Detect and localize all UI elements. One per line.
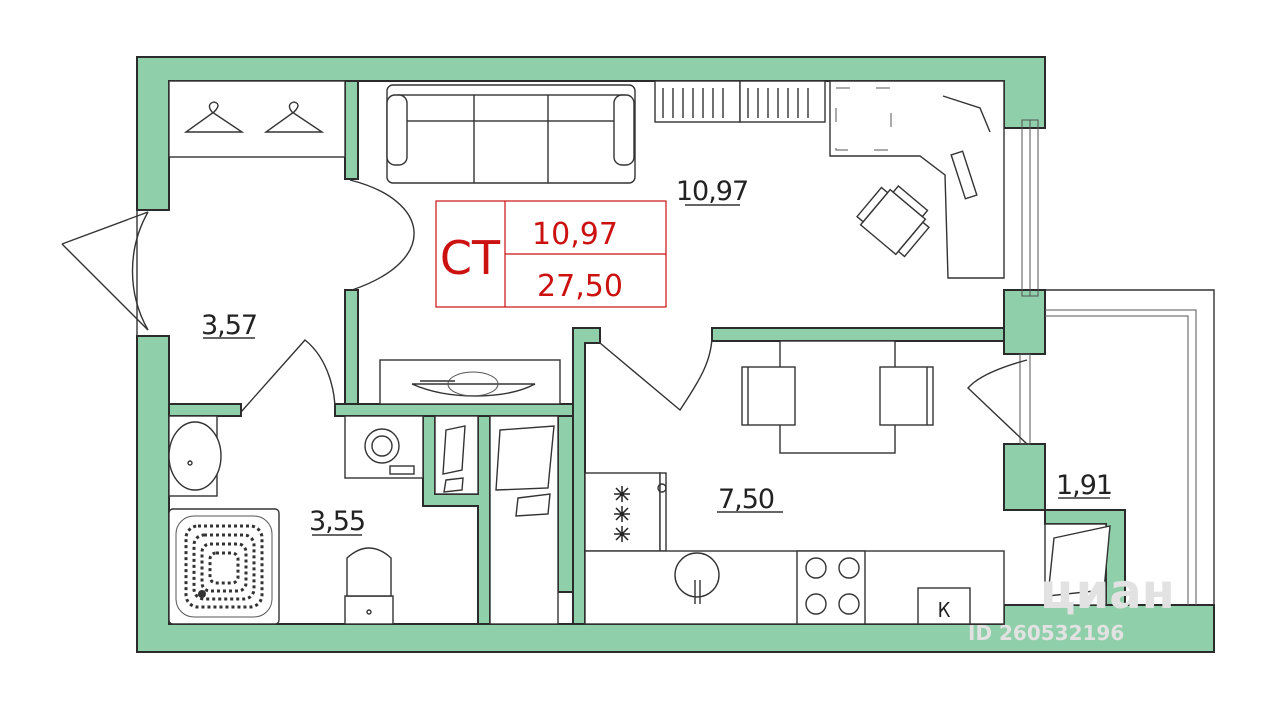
balcony-cabinet bbox=[1044, 523, 1111, 606]
doors bbox=[61, 179, 1028, 445]
hob-burners bbox=[614, 486, 630, 542]
washbasin bbox=[168, 415, 222, 497]
kitchen-counter: К bbox=[584, 472, 1005, 625]
kitchen-area: 7,50 bbox=[718, 484, 774, 515]
toilet bbox=[344, 547, 394, 625]
hanger-icon bbox=[263, 101, 325, 133]
area-labels: 10,97 3,57 3,55 7,50 1,91 bbox=[201, 176, 1113, 537]
balcony-railing bbox=[1045, 289, 1215, 605]
living-room-area: 10,97 bbox=[676, 176, 748, 207]
watermark-brand: циан bbox=[1040, 564, 1175, 620]
sofa bbox=[386, 84, 636, 184]
wardrobe bbox=[168, 80, 346, 158]
sink bbox=[674, 552, 720, 604]
watermark: циан ID 260532196 bbox=[968, 564, 1175, 645]
stove bbox=[796, 550, 866, 625]
shelf bbox=[654, 80, 826, 123]
windows bbox=[1019, 119, 1039, 445]
shower-pattern bbox=[184, 524, 264, 609]
shower-tray bbox=[168, 508, 280, 625]
storage bbox=[434, 415, 559, 625]
dining-table bbox=[741, 340, 934, 454]
hall-area: 3,57 bbox=[201, 310, 257, 341]
desk bbox=[829, 80, 1005, 279]
hanger-icon bbox=[183, 101, 245, 133]
armchair bbox=[856, 185, 930, 258]
total-area-value: 27,50 bbox=[537, 269, 623, 304]
washing-machine bbox=[344, 415, 424, 479]
kitchen-marker: К bbox=[938, 598, 951, 622]
fridge-box bbox=[917, 587, 971, 625]
apartment-type-box: СТ 10,97 27,50 bbox=[435, 200, 667, 308]
watermark-id: ID 260532196 bbox=[968, 621, 1124, 645]
bathroom-area: 3,55 bbox=[309, 506, 365, 537]
balcony-area: 1,91 bbox=[1056, 470, 1112, 501]
tv-stand bbox=[379, 359, 561, 405]
apartment-type-label: СТ bbox=[440, 231, 501, 285]
living-area-value: 10,97 bbox=[532, 217, 618, 252]
